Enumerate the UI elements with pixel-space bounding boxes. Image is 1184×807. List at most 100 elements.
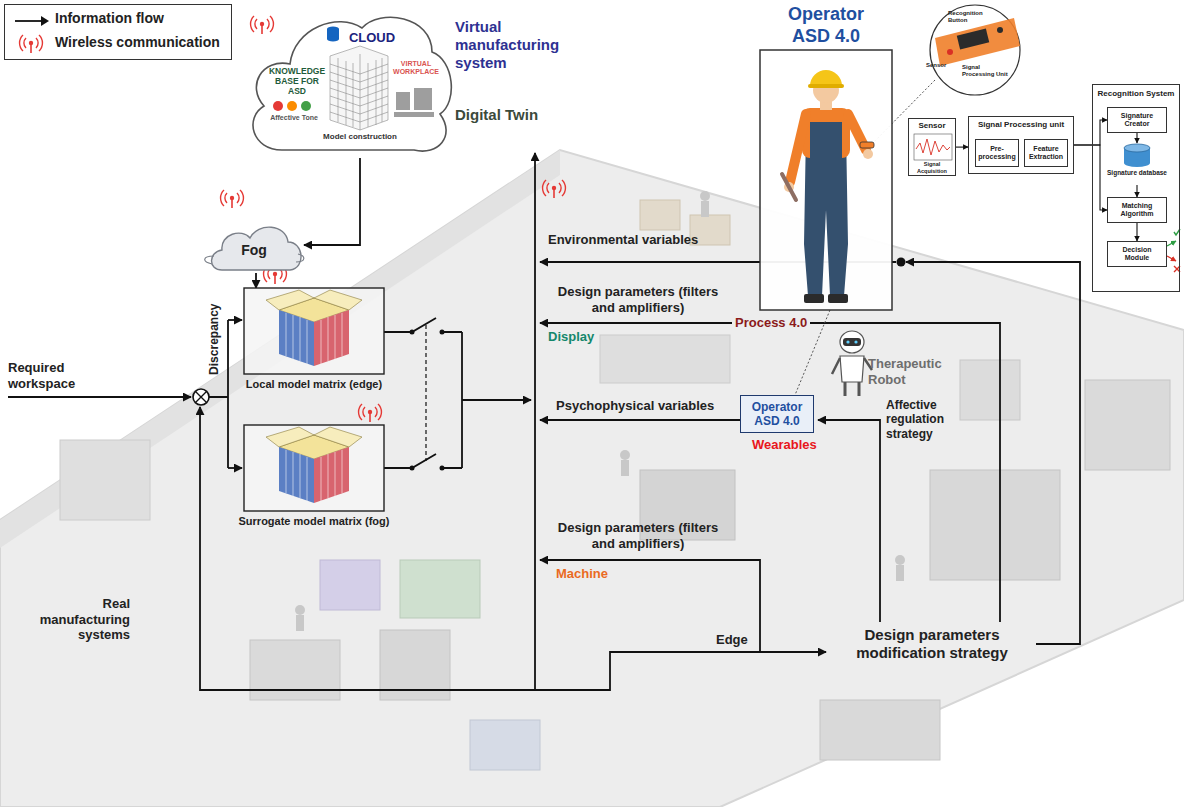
art-path [286,313,342,364]
art-rect [960,360,1020,420]
flow-label: Discrepancy [207,294,221,384]
art-circle [895,555,905,565]
flow-connector [255,273,257,288]
art-path [840,356,864,382]
flow-label: Digital Twin [455,106,570,124]
art-rect [701,201,709,217]
art-circle [440,330,445,335]
art-rect [957,29,989,50]
therapeutic-robot [832,331,872,396]
node-text: Signature Creator [1110,111,1164,130]
model-matrix-box: Surrogate model matrix (fog) [244,425,384,550]
art-polygon [266,427,314,447]
art-circle [410,466,415,471]
art-polygon [279,447,314,503]
node-text: Signal Acquisition [909,161,955,174]
node-text: Operator ASD 4.0 [778,4,874,47]
flow-label: Machine [556,566,608,582]
process-box: Signature Creator [1107,107,1167,133]
art-rect [843,338,861,346]
art-polygon [0,150,1184,807]
art-path [41,16,49,26]
art-rect [820,700,940,760]
summing-junction [193,389,209,405]
flow-label: Required workspace [8,360,118,391]
art-path [1167,241,1176,246]
art-path [540,419,740,421]
art-path [384,318,462,332]
art-path [540,560,760,652]
art-path [534,153,536,690]
art-g [394,88,434,117]
fog-cloud: Fog [208,218,304,273]
process-box: Matching Algorithm [1107,197,1167,223]
node-text: Feature Extraction [1027,144,1065,163]
node-outline [244,425,384,550]
node-text: KNOWLEDGE BASE FOR ASD [266,66,328,97]
art-circle [440,466,445,471]
art-rect [244,425,384,511]
flow-label: Process 4.0 [732,315,810,331]
art-ellipse [840,331,864,353]
art-path [810,70,842,86]
art-path [228,319,242,321]
recognition-box: Recognition SystemSignature CreatorSigna… [1092,84,1180,292]
art-circle [997,27,1003,33]
art-use [251,16,274,34]
art-polygon [330,46,388,130]
database-cylinder: Signature database [1107,143,1167,185]
flow-label: Edge [716,632,748,648]
node-text: Decision Module [1110,245,1164,264]
sensor-box: SensorSignal Acquisition [908,118,956,176]
art-rect [600,335,730,383]
art-path [935,18,1020,66]
node-text: CLOUD [342,30,402,46]
node-text: Sensor [909,121,955,131]
art-path [8,396,191,398]
art-polygon [314,427,362,447]
art-circle [287,101,297,111]
armband-zoom [930,5,1020,95]
art-polygon [266,290,314,310]
art-rect [930,470,1060,580]
art-circle [947,49,953,55]
model-matrix-box: Local model matrix (edge) [244,288,384,398]
process-box: Feature Extraction [1024,139,1068,167]
flow-label: Therapeutic Robot [868,356,960,387]
flow-connector [1074,120,1107,145]
art-ellipse [1124,144,1150,152]
art-path [196,392,207,403]
flow-label: Psychophysical variables [556,398,714,414]
art-rect [414,88,432,110]
art-circle [700,191,710,201]
art-rect [60,440,150,520]
node-text: Pre-processing [976,144,1017,163]
node-text: VIRTUAL WORKPLACE [390,60,442,77]
flow-label: Display [548,329,594,345]
art-path [200,407,535,690]
art-rect [828,294,848,303]
art-rect [296,615,304,631]
art-polygon [314,310,349,366]
art-rect [621,460,629,476]
art-path [540,323,1000,622]
art-circle [410,330,415,335]
art-rect [394,112,434,117]
art-circle [846,340,849,343]
node-text: Surrogate model matrix (fog) [236,515,392,528]
art-rect [896,565,904,581]
art-ellipse [1124,159,1150,167]
art-circle [301,101,311,111]
art-path [916,139,950,155]
art-polygon [314,290,362,310]
art-rect [250,640,340,700]
art-path [845,382,859,396]
node-text: Model construction [320,132,400,142]
art-circle [273,101,283,111]
flow-label: Design parameters (filters and amplifier… [548,284,728,315]
legend-text: Information flow [55,10,164,27]
node-text: Recognition System [1093,89,1179,99]
process-box: Decision Module [1107,241,1167,267]
node-text: Affective Tone [264,114,324,122]
art-circle [295,605,305,615]
